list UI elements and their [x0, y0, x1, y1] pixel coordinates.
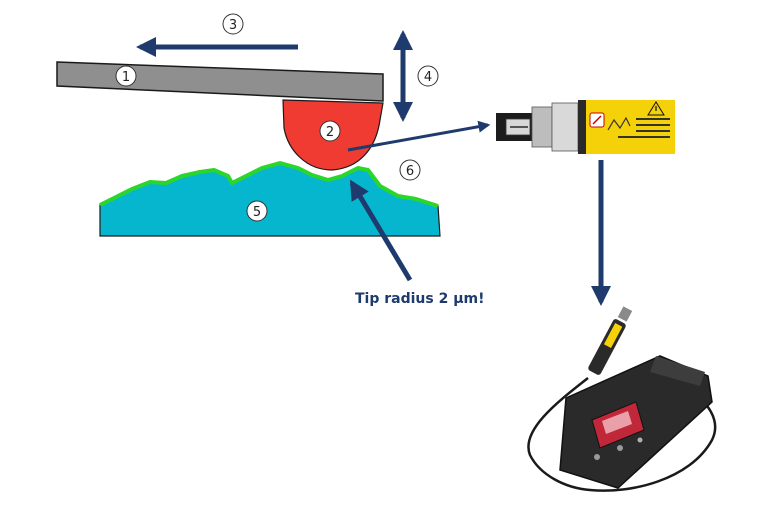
tip-radius-pointer-arrow: [349, 179, 413, 282]
callout-1: 1: [115, 65, 137, 87]
callout-3: 3: [222, 13, 244, 35]
callout-4-label: 4: [424, 70, 432, 85]
callout-4: 4: [417, 65, 439, 87]
callout-6-label: 6: [406, 164, 414, 179]
callout-3-label: 3: [229, 18, 237, 33]
stylus-probe-icon: [496, 100, 675, 154]
surface-profile: [99, 161, 441, 237]
callout-5: 5: [246, 200, 268, 222]
callout-5-label: 5: [253, 205, 261, 220]
callout-1-label: 1: [122, 70, 130, 85]
warning-triangle-icon: [647, 101, 665, 116]
callout-6: 6: [399, 159, 421, 181]
roughness-tester-device-icon: [527, 306, 717, 492]
tip-radius-caption: Tip radius 2 µm!: [355, 291, 484, 307]
tip-to-probe-arrow: [347, 120, 491, 152]
callout-2: 2: [319, 120, 341, 142]
cantilever-arm: [56, 61, 384, 102]
callout-2-label: 2: [326, 125, 334, 140]
